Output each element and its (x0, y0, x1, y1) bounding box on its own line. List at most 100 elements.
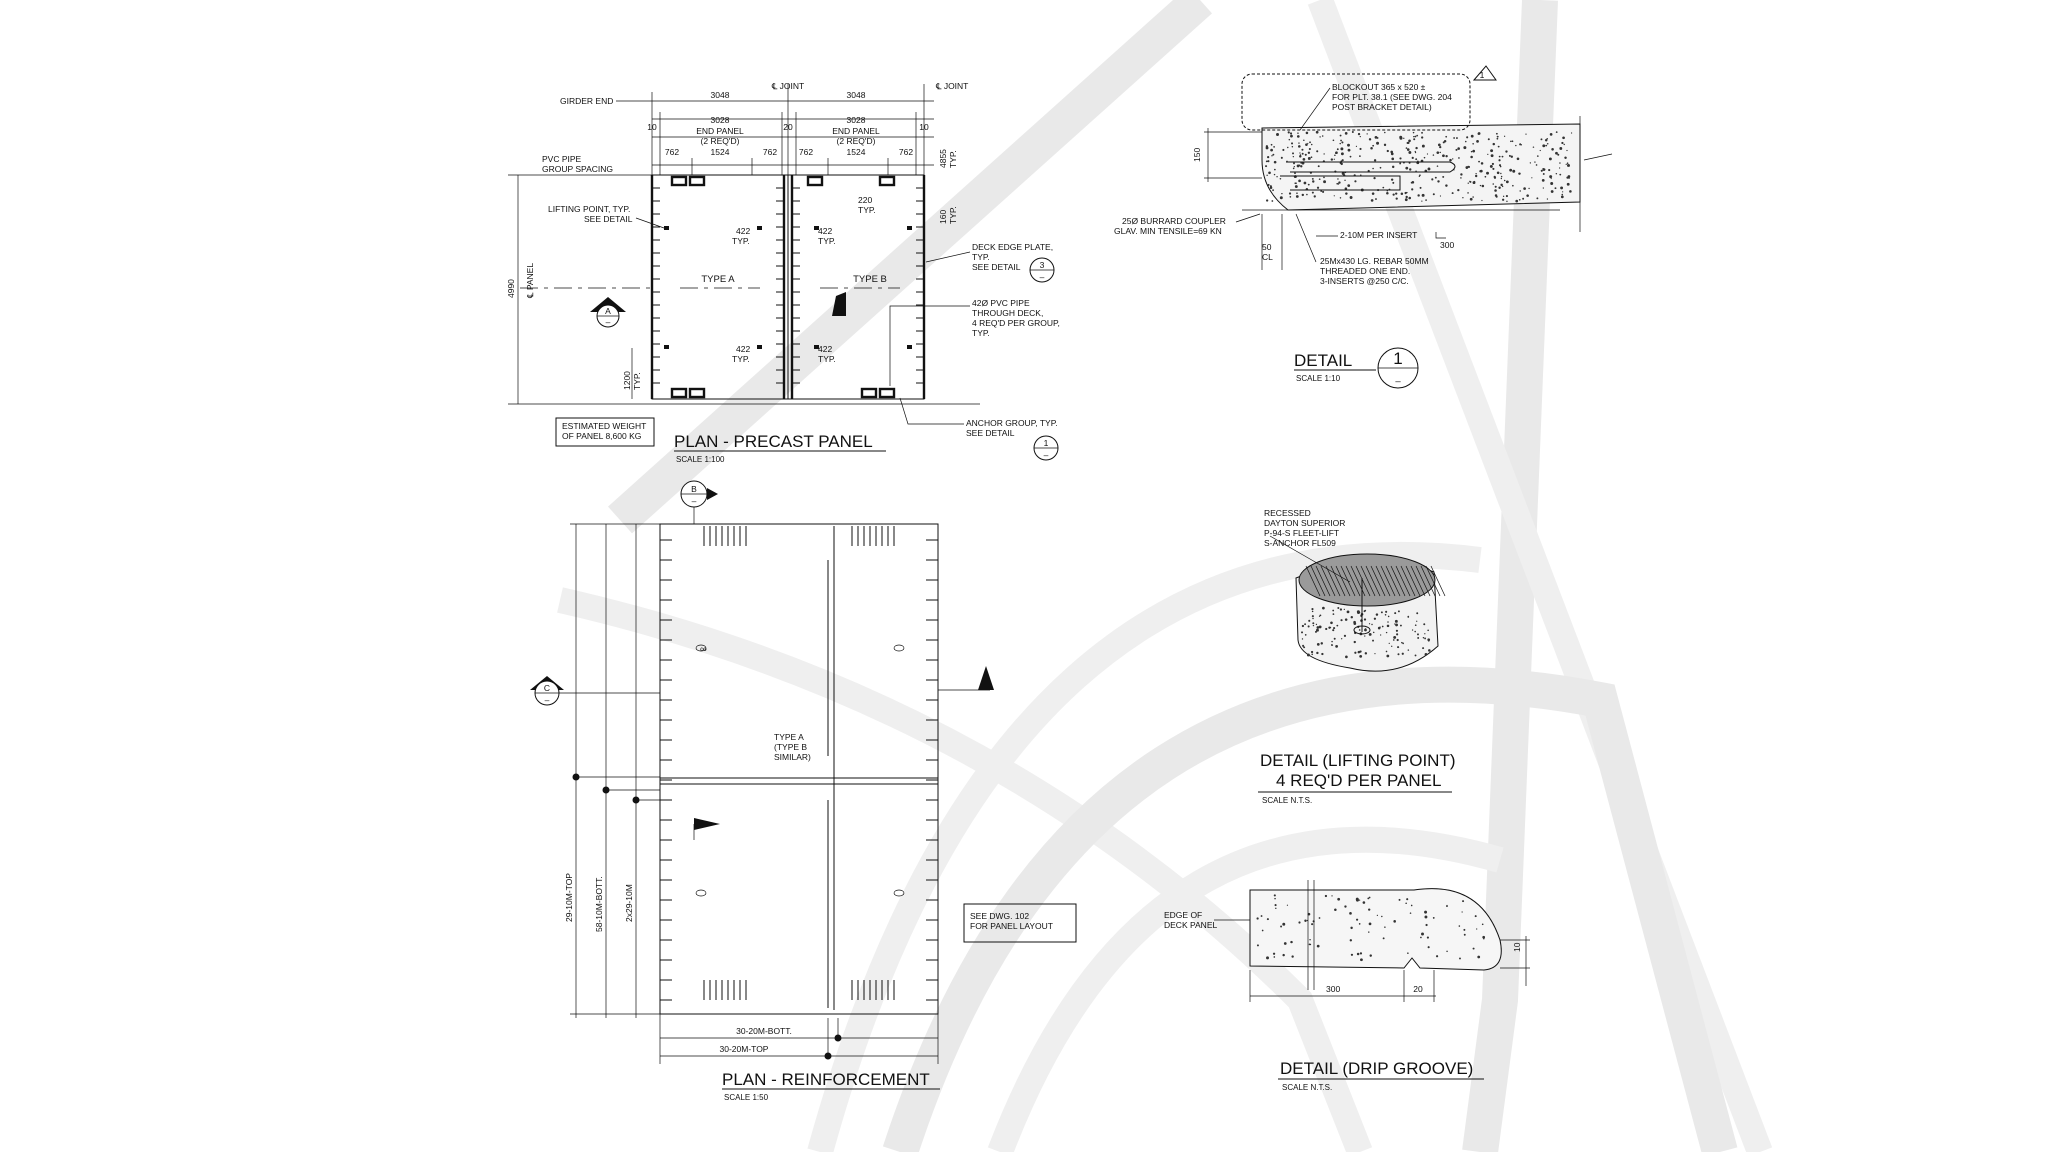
svg-text:220: 220 (858, 195, 872, 205)
svg-text:TYPE A: TYPE A (774, 732, 804, 742)
aggregate-dot (1360, 650, 1362, 652)
aggregate-dot (1467, 182, 1469, 184)
aggregate-dot (1345, 192, 1348, 195)
section-arrow (832, 292, 846, 316)
aggregate-dot (1434, 176, 1437, 179)
aggregate-dot (1518, 172, 1521, 175)
aggregate-dot (1519, 190, 1521, 192)
aggregate-dot (1280, 925, 1283, 928)
svg-text:P-94-S FLEET-LIFT: P-94-S FLEET-LIFT (1264, 528, 1339, 538)
aggregate-dot (1416, 633, 1419, 636)
aggregate-dot (1394, 623, 1396, 625)
aggregate-dot (1409, 912, 1412, 914)
aggregate-dot (1476, 139, 1479, 143)
aggregate-dot (1266, 918, 1269, 921)
aggregate-dot (1371, 192, 1375, 195)
aggregate-dot (1400, 624, 1402, 627)
aggregate-dot (1477, 132, 1480, 135)
aggregate-dot (1481, 923, 1484, 926)
aggregate-dot (1341, 141, 1344, 144)
aggregate-dot (1439, 145, 1442, 149)
aggregate-dot (1474, 174, 1478, 178)
svg-text:3028: 3028 (711, 115, 730, 125)
aggregate-dot (1437, 180, 1440, 183)
svg-text:10: 10 (647, 122, 657, 132)
aggregate-dot (1510, 140, 1512, 143)
recess-hatch (1305, 565, 1446, 597)
aggregate-dot (1338, 181, 1341, 184)
aggregate-dot (1542, 168, 1546, 171)
aggregate-dot (1424, 633, 1426, 635)
aggregate-dot (1341, 159, 1344, 162)
aggregate-dot (1445, 184, 1448, 187)
svg-text:PVC PIPE: PVC PIPE (542, 154, 582, 164)
aggregate-dot (1555, 172, 1558, 175)
aggregate-dot (1310, 650, 1314, 654)
svg-text:POST BRACKET DETAIL): POST BRACKET DETAIL) (1332, 102, 1432, 112)
aggregate-dot (1478, 160, 1480, 163)
svg-text:25Ø BURRARD COUPLER: 25Ø BURRARD COUPLER (1122, 216, 1226, 226)
rebar-ticks (660, 539, 938, 1001)
aggregate-dot (1265, 146, 1269, 150)
aggregate-dot (1296, 192, 1298, 194)
aggregate-dot (1540, 138, 1543, 141)
aggregate-dot (1372, 639, 1374, 642)
aggregate-dot (1333, 637, 1336, 640)
aggregate-dot (1474, 915, 1477, 918)
aggregate-dot (1340, 638, 1343, 640)
aggregate-dot (1558, 167, 1561, 169)
aggregate-dot (1469, 197, 1473, 201)
svg-text:762: 762 (899, 147, 913, 157)
aggregate-dot (1445, 154, 1448, 158)
aggregate-dot (1451, 192, 1454, 195)
aggregate-dot (1298, 179, 1301, 183)
aggregate-dot (1375, 613, 1379, 616)
aggregate-dot (1470, 150, 1473, 153)
aggregate-dot (1405, 147, 1408, 149)
aggregate-dot (1459, 957, 1461, 960)
aggregate-dot (1416, 620, 1418, 622)
detail-lifting-point: RECESSED DAYTON SUPERIOR P-94-S FLEET-LI… (1258, 508, 1456, 805)
aggregate-dot (1372, 631, 1375, 634)
aggregate-dot (1294, 172, 1296, 175)
aggregate-dot (1426, 936, 1429, 939)
aggregate-dot (1427, 629, 1429, 632)
aggregate-dot (1290, 940, 1293, 944)
hatch-line (1395, 565, 1411, 597)
aggregate-dot (1455, 137, 1458, 140)
svg-text:1524: 1524 (847, 147, 866, 157)
svg-text:4 REQ'D PER GROUP,: 4 REQ'D PER GROUP, (972, 318, 1060, 328)
aggregate-dot (1299, 155, 1302, 158)
svg-text:C: C (544, 683, 550, 693)
aggregate-dot (1492, 183, 1495, 185)
aggregate-dot (1333, 158, 1335, 160)
aggregate-dot (1501, 185, 1504, 188)
aggregate-dot (1334, 154, 1336, 156)
hatch-line (1325, 565, 1341, 597)
aggregate-dot (1498, 159, 1501, 162)
aggregate-dot (1356, 610, 1360, 614)
aggregate-dot (1561, 193, 1564, 196)
aggregate-dot (1280, 156, 1283, 159)
aggregate-dot (1446, 905, 1448, 908)
aggregate-dot (1491, 162, 1495, 166)
aggregate-dot (1404, 198, 1408, 202)
detail-drip-groove: EDGE OF DECK PANEL 10 300 20 DETAIL (DRI… (1164, 880, 1530, 1092)
lifting-inserts: ∞ (695, 644, 905, 897)
aggregate-dot (1270, 148, 1273, 152)
aggregate-dot (1332, 609, 1335, 612)
svg-text:TYP.: TYP. (732, 236, 750, 246)
aggregate-dot (1323, 176, 1325, 179)
aggregate-dot (1303, 646, 1306, 649)
detail-1: 1 BLOCKOUT 365 x 520 ± FOR PLT. 38.1 (SE… (1114, 65, 1613, 389)
aggregate-dot (1300, 165, 1303, 168)
aggregate-dot (1283, 942, 1287, 945)
aggregate-dot (1272, 189, 1274, 192)
aggregate-dot (1503, 179, 1506, 182)
aggregate-dot (1421, 131, 1423, 134)
aggregate-dot (1557, 153, 1560, 156)
aggregate-dot (1496, 171, 1500, 175)
aggregate-dot (1470, 155, 1473, 159)
aggregate-dot (1386, 624, 1390, 628)
aggregate-dot (1417, 637, 1420, 639)
